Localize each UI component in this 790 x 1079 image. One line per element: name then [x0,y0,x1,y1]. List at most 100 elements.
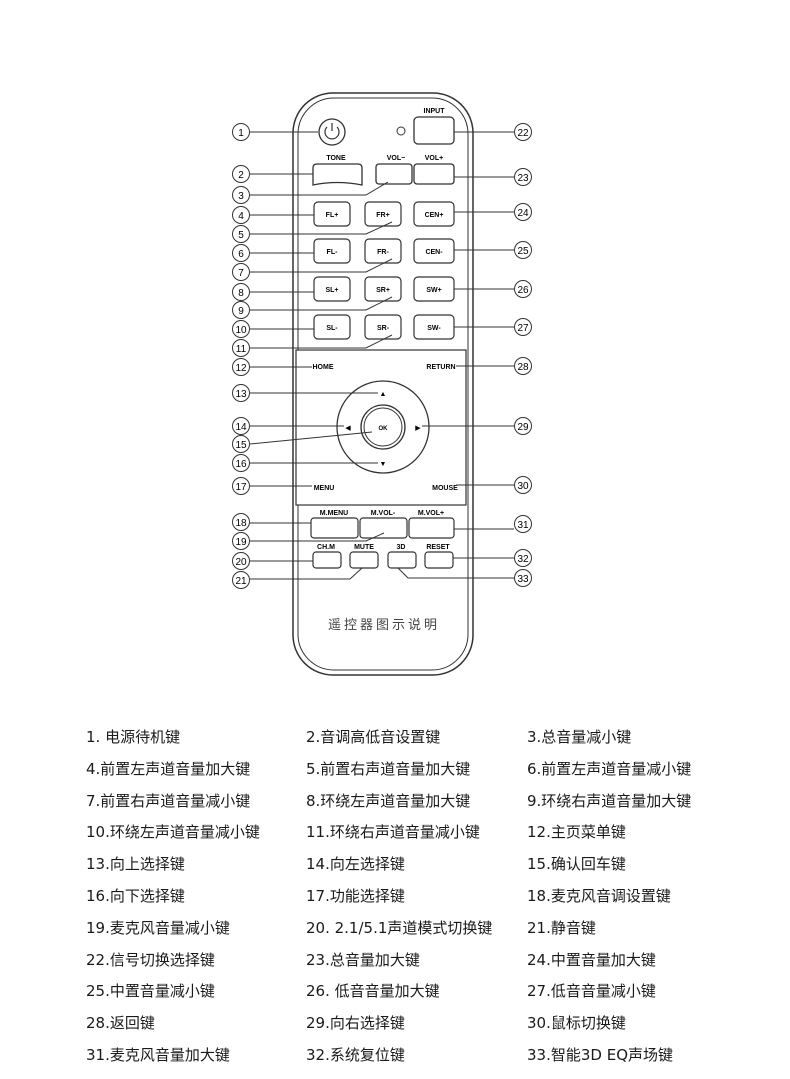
callout-number: 21 [235,576,247,587]
return-button[interactable]: RETURN [426,364,455,371]
legend-item: 7.前置右声道音量减小键 [86,791,251,810]
callout-circle [232,283,250,301]
mute-label: MUTE [354,544,374,551]
callout-circle [514,476,532,494]
callout-number: 17 [235,482,247,493]
legend-item: 28.返回键 [86,1014,155,1033]
fr-minus-label: FR- [377,249,389,256]
legend-item: 18.麦克风音调设置键 [527,887,671,905]
menu-button[interactable]: MENU [314,485,335,492]
legend-item: 33.智能3D EQ声场键 [527,1046,674,1064]
vol-minus-button[interactable] [375,163,413,185]
callout-number: 33 [517,574,529,585]
callout-circle [514,417,532,435]
left-arrow-icon[interactable]: ◀ [345,425,351,432]
legend-item: 12.主页菜单键 [527,823,626,842]
sr-plus-label: SR+ [376,287,390,294]
sl-plus-button[interactable] [313,276,351,302]
sw-plus-label: SW+ [426,287,441,294]
legend-item: 20. 2.1/5.1声道模式切换键 [306,918,493,937]
reset-button[interactable] [424,551,454,569]
callout-circle [232,532,250,550]
callout-number: 20 [235,557,247,568]
fr-plus-label: FR+ [376,212,389,219]
callout-number: 10 [235,325,247,336]
callout-number: 28 [517,362,529,373]
callout-number: 2 [238,170,244,181]
callout-circle [514,241,532,259]
vol-plus-button[interactable] [413,163,455,185]
ok-label: OK [379,426,389,432]
home-button[interactable]: HOME [313,364,334,371]
m-vol-plus-button[interactable] [408,517,455,539]
fl-minus-button[interactable] [313,238,351,264]
tone-button[interactable] [312,163,363,186]
input-button[interactable] [413,116,455,145]
legend-item: 31.麦克风音量加大键 [86,1046,230,1064]
ok-button[interactable] [360,404,406,450]
fl-plus-label: FL+ [326,212,339,219]
reset-label: RESET [426,544,450,551]
callout-number: 30 [517,481,529,492]
callout-number: 14 [235,422,247,433]
mouse-button[interactable]: MOUSE [432,485,458,492]
legend-item: 25.中置音量减小键 [86,982,215,1001]
callout-number: 19 [235,537,247,548]
callout-circle [232,384,250,402]
legend-item: 27.低音音量减小键 [527,982,656,1001]
chm-button[interactable] [312,551,342,569]
legend-item: 11.环绕右声道音量减小键 [306,823,480,842]
callout-circle [514,318,532,336]
fl-plus-button[interactable] [313,201,351,227]
sw-minus-label: SW- [427,325,441,332]
callout-number: 23 [517,173,529,184]
m-menu-button[interactable] [310,517,359,539]
legend-item: 17.功能选择键 [306,887,405,905]
3d-button[interactable] [387,551,417,569]
legend-item: 13.向上选择键 [86,855,185,874]
remote-diagram: INPUT TONE VOL− VOL+ FL+ FR+ CEN+ FL- FR… [232,92,532,676]
power-button[interactable] [318,118,346,146]
3d-label: 3D [397,544,406,551]
callout-circle [232,123,250,141]
callout-number: 9 [238,306,244,317]
callout-number: 8 [238,288,244,299]
cen-plus-button[interactable] [413,201,455,227]
down-arrow-icon[interactable]: ▼ [380,461,387,468]
callout-number: 1 [238,128,244,139]
callout-number: 32 [517,554,529,565]
callout-circle [232,301,250,319]
leader-lines [249,131,514,580]
callout-number: 3 [238,191,244,202]
callout-circle [232,477,250,495]
legend-item: 15.确认回车键 [527,855,626,874]
callout-number: 7 [238,268,244,279]
legend-item: 4.前置左声道音量加大键 [86,759,251,778]
callout-circle [514,280,532,298]
callout-number: 31 [517,520,529,531]
legend-item: 21.静音键 [527,918,596,937]
chm-label: CH.M [317,544,335,551]
up-arrow-icon[interactable]: ▲ [380,391,387,398]
m-vol-minus-button[interactable] [359,517,408,539]
callout-number: 22 [517,128,529,139]
cen-plus-label: CEN+ [425,212,444,219]
legend-item: 29.向右选择键 [306,1014,405,1033]
legend-item: 26. 低音音量加大键 [306,982,440,1001]
callout-circle [514,203,532,221]
sl-minus-button[interactable] [313,314,351,340]
callout-circle [514,357,532,375]
mute-button[interactable] [349,551,379,569]
indicator-light-icon [396,126,406,136]
legend-item: 10.环绕左声道音量减小键 [86,823,260,842]
callout-number: 18 [235,518,247,529]
sr-minus-label: SR- [377,325,390,332]
callout-number: 24 [517,208,529,219]
vol-plus-label: VOL+ [425,155,443,162]
right-arrow-icon[interactable]: ▶ [415,425,421,432]
legend-item: 16.向下选择键 [86,887,185,905]
power-icon [324,126,340,140]
cen-minus-button[interactable] [413,238,455,264]
callout-number: 27 [517,323,529,334]
callout-circle [232,165,250,183]
